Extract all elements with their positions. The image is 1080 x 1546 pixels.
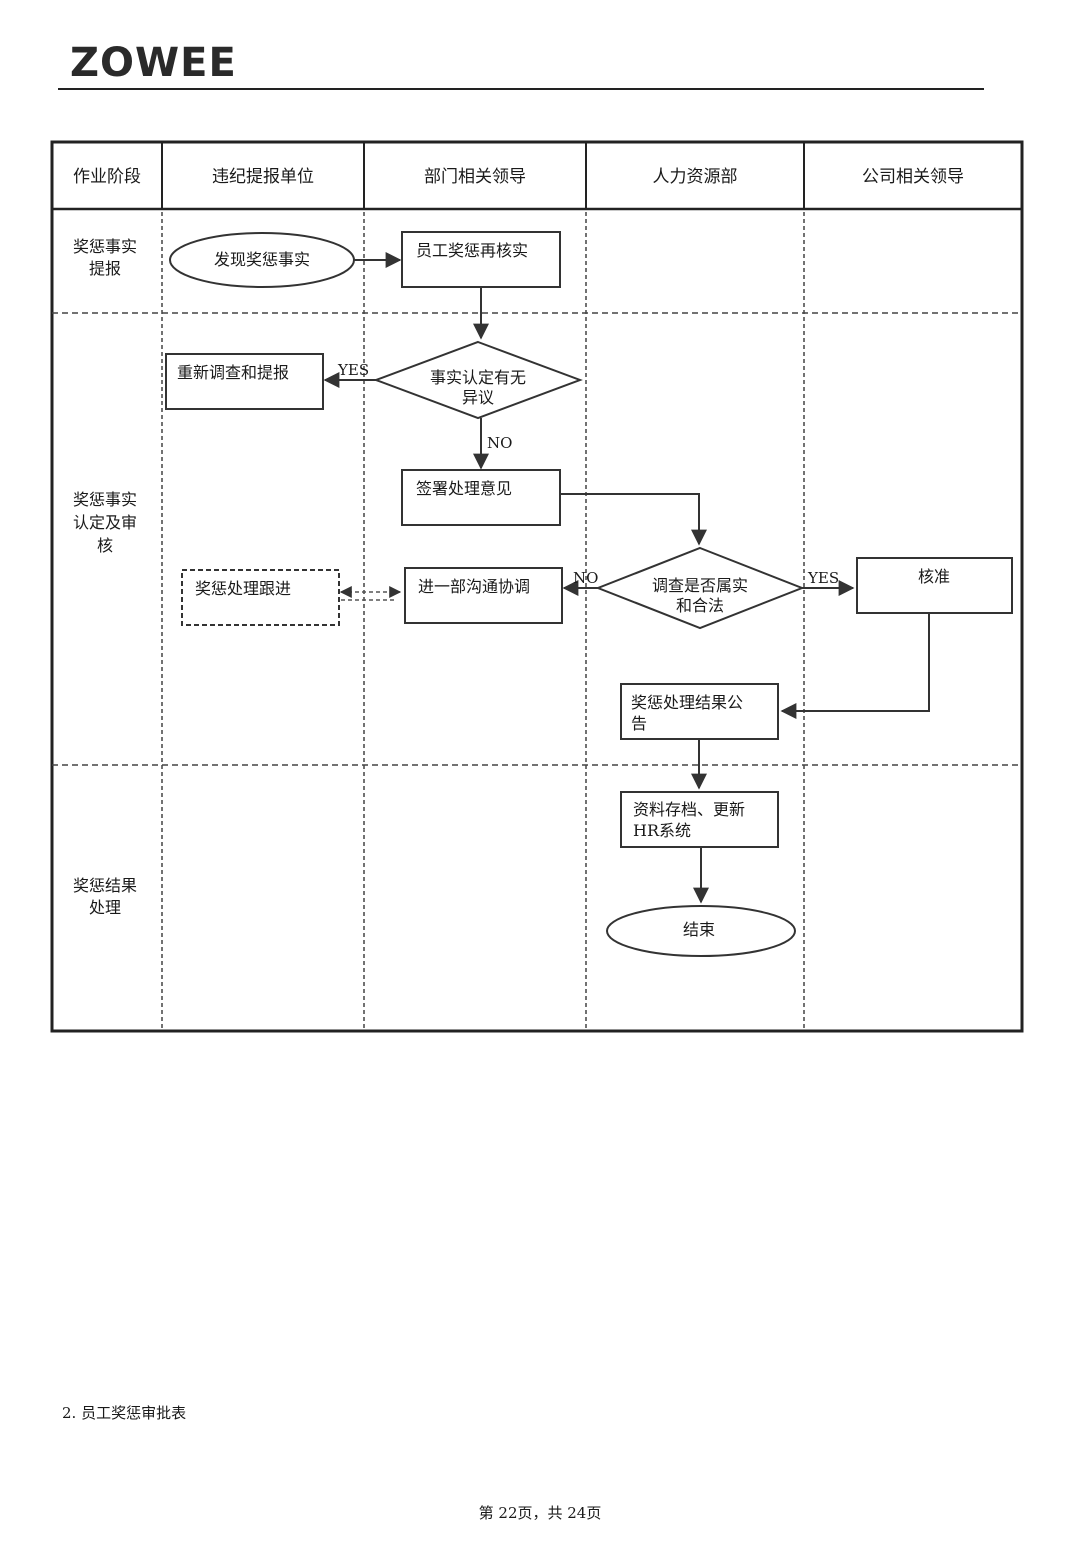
- start-node-label: 发现奖惩事实: [214, 250, 310, 269]
- archive-node: [620, 791, 779, 848]
- end-node: [606, 905, 796, 957]
- header-separators: [161, 142, 805, 209]
- reinvestigate-node-label: 重新调查和提报: [177, 363, 289, 382]
- phase2-label-line3: 核: [97, 536, 113, 555]
- section-note: 2. 员工奖惩审批表: [62, 1404, 187, 1422]
- reinvestigate-node: [165, 353, 324, 410]
- edge-approve-announce: [780, 613, 930, 719]
- column-header-dept-leader: 部门相关领导: [424, 167, 526, 187]
- phase2-label-line1: 奖惩事实: [73, 490, 137, 509]
- phase3-label-line1: 奖惩结果: [73, 876, 137, 895]
- sign-node-label: 签署处理意见: [416, 479, 512, 498]
- phase1-label-line2: 提报: [89, 259, 121, 278]
- announce-label-line1: 奖惩处理结果公: [631, 693, 743, 712]
- announce-label-line2: 告: [631, 714, 647, 733]
- column-header-hr: 人力资源部: [653, 167, 738, 187]
- phase2-label-line2: 认定及审: [73, 513, 137, 532]
- approve-node: [856, 557, 1013, 614]
- decision1-label-line2: 异议: [462, 388, 494, 407]
- decision1-label-line1: 事实认定有无: [430, 368, 526, 387]
- announce-node: [620, 683, 779, 740]
- followup-node-label: 奖惩处理跟进: [195, 579, 291, 598]
- archive-label-line2: HR系统: [633, 821, 691, 840]
- edge-label-yes2: YES: [807, 569, 839, 587]
- recheck-node: [401, 231, 561, 288]
- zowee-logo: ZOWEE: [70, 40, 237, 86]
- column-header-reporting-unit: 违纪提报单位: [212, 167, 314, 187]
- decision2-label-line2: 和合法: [676, 596, 724, 615]
- edge-label-yes1: YES: [337, 361, 369, 379]
- column-header-stage: 作业阶段: [73, 167, 141, 187]
- decision2-label-line1: 调查是否属实: [652, 576, 748, 595]
- edge-label-no1: NO: [487, 434, 512, 452]
- decision2-node: [595, 546, 805, 630]
- column-header-company-leader: 公司相关领导: [862, 167, 964, 187]
- flowchart-frame: [50, 140, 1024, 1033]
- communicate-node-label: 进一部沟通协调: [418, 577, 530, 596]
- phase-dividers: [52, 312, 1022, 766]
- recheck-node-label: 员工奖惩再核实: [416, 241, 528, 260]
- edge-label-no2: NO: [573, 569, 598, 587]
- decision1-node: [373, 340, 583, 420]
- edge-followup-communicate: [339, 586, 402, 601]
- sign-node: [401, 469, 561, 526]
- page-number: 第 22页，共 24页: [478, 1504, 602, 1522]
- header-divider: [58, 88, 984, 90]
- archive-label-line1: 资料存档、更新: [633, 800, 745, 819]
- phase3-label-line2: 处理: [89, 898, 121, 917]
- phase1-label-line1: 奖惩事实: [73, 237, 137, 256]
- communicate-node: [404, 567, 563, 624]
- edge-sign-decision2: [560, 493, 707, 546]
- end-node-label: 结束: [683, 920, 715, 939]
- followup-node: [181, 569, 340, 626]
- approve-node-label: 核准: [918, 567, 950, 586]
